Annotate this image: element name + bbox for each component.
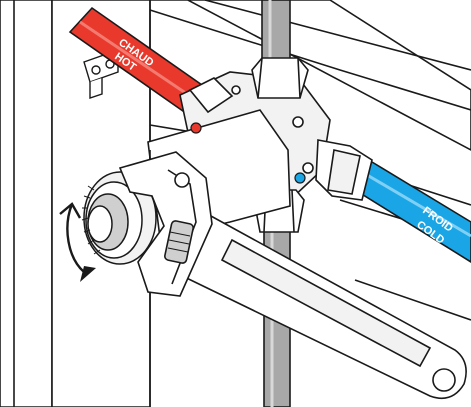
crossbar-top-edge [149,9,471,111]
cartridge-nut [81,171,157,265]
rotation-arrow-icon [59,202,96,282]
lower-board-edge-2 [354,279,471,321]
left-stud [0,0,53,407]
crossbar-mid-edge [204,0,471,71]
cold-pipe: FROID COLD [350,160,471,263]
hot-marker [190,122,202,134]
hot-pipe: CHAUD HOT [68,6,214,118]
cold-marker [294,172,306,184]
upper-crossbar [149,0,471,151]
wrench-icon [118,151,467,400]
valve-body [147,57,373,239]
